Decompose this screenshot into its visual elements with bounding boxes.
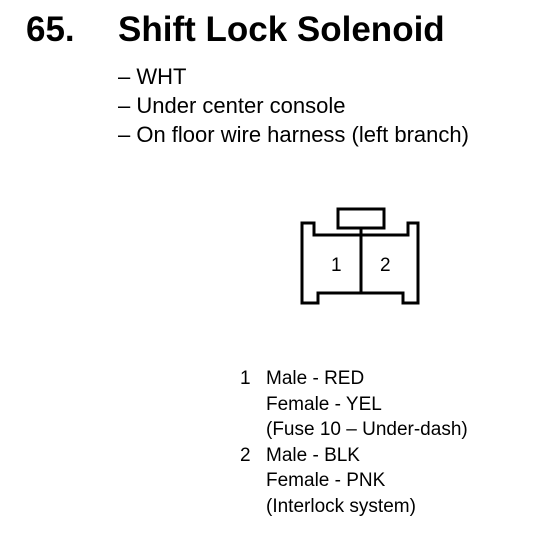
pin-number: 2 (240, 444, 251, 466)
connector-housing (300, 221, 420, 305)
connector-pin-label-2: 2 (380, 255, 391, 276)
pin-item-2: 2 Male - BLK Female - PNK (Interlock sys… (240, 443, 468, 520)
pin-number: 1 (240, 368, 251, 389)
pin-item-1: 1 Male - RED Female - YEL (Fuse 10 – Und… (240, 366, 468, 443)
title-number: 65. (26, 10, 75, 49)
note-color: – WHT (118, 64, 187, 89)
note-harness: – On floor wire harness (left branch) (118, 122, 469, 147)
pin-female-wire: Female - PNK (266, 470, 386, 491)
connector-latch (336, 207, 386, 230)
pin-male-wire: Male - BLK (266, 444, 360, 466)
connector-pin-label-1: 1 (331, 255, 342, 276)
location-notes: – WHT – Under center console – On floor … (118, 62, 469, 149)
pin-note: (Interlock system) (266, 495, 416, 517)
pin-list: 1 Male - RED Female - YEL (Fuse 10 – Und… (240, 366, 468, 519)
note-location: – Under center console (118, 93, 346, 118)
pin-male-wire: Male - RED (266, 368, 365, 389)
pin-note: (Fuse 10 – Under-dash) (266, 419, 468, 440)
connector-diagram: 1 2 (300, 207, 420, 305)
title-text: Shift Lock Solenoid (118, 10, 445, 49)
pin-female-wire: Female - YEL (266, 393, 382, 415)
